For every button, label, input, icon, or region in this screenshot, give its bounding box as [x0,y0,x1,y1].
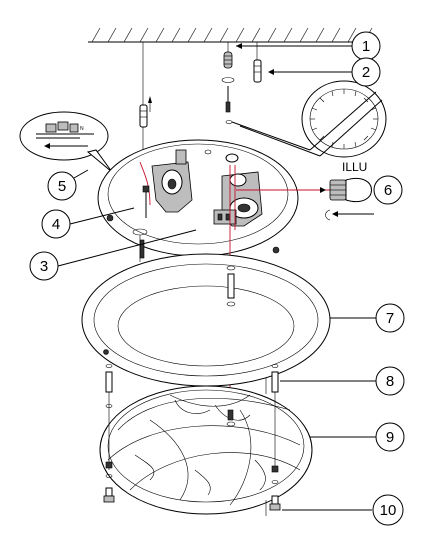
svg-text:7: 7 [386,310,394,327]
base-plate [97,139,299,259]
wall-plug-part-2 [253,59,352,83]
bulb-part-6 [320,177,374,221]
leader-lines [57,169,376,511]
glass-shade-part-9 [99,385,313,515]
frame-ring-part-7 [81,253,331,387]
callout-3: 3 [29,251,59,281]
callout-5: 5 [47,171,77,201]
illu-label: ILLU [342,160,367,174]
svg-text:2: 2 [362,64,370,81]
terminal-block [213,209,237,225]
callout-2: 2 [351,57,381,87]
callout-4: 4 [41,209,71,239]
left-anchor [139,96,152,128]
svg-text:8: 8 [386,373,394,390]
bottom-screws-part-10 [103,461,281,516]
svg-text:3: 3 [40,258,48,275]
callout-6: 6 [373,175,403,205]
callout-9: 9 [375,422,405,452]
callout-10: 10 [372,494,404,526]
fixing-screw-part-4 [132,185,150,262]
svg-text:9: 9 [386,429,394,446]
ceiling [88,27,376,43]
callouts: 1 2 3 4 5 6 7 8 [29,31,405,526]
standoff-part-8 [105,364,279,470]
screw-part-1 [221,51,235,124]
svg-text:6: 6 [384,182,392,199]
svg-text:5: 5 [58,178,66,195]
illu-inset: ILLU [231,80,387,174]
lamp-holder-left [151,149,193,213]
svg-text:4: 4 [52,216,60,233]
terminal-inset-5: N [19,111,113,173]
inset-label: N [80,126,84,132]
svg-text:10: 10 [380,502,397,519]
callout-1: 1 [351,31,381,61]
callout-8: 8 [375,366,405,396]
callout-7: 7 [375,303,405,333]
svg-text:1: 1 [362,38,370,55]
